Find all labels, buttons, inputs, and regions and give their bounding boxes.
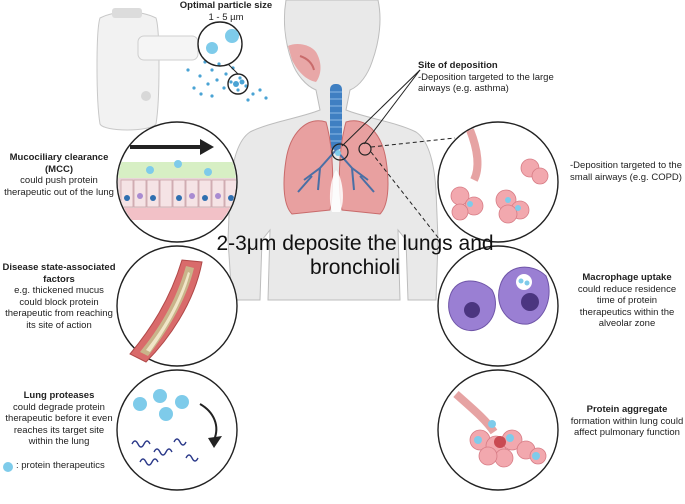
disease-title: Disease state-associated factors	[2, 262, 116, 285]
proteases-illustration	[116, 369, 238, 491]
nebulizer-device	[96, 8, 199, 131]
particle-size-label: Optimal particle size 1 - 5 µm	[170, 0, 282, 23]
lungs	[283, 120, 389, 215]
small-airways-illustration	[437, 121, 559, 243]
deposition-label: Site of deposition -Deposition targeted …	[418, 60, 568, 95]
macrophage-title: Macrophage uptake	[582, 272, 672, 283]
macrophage-text: could reduce residence time of protein t…	[577, 283, 677, 330]
aggregate-label: Protein aggregate formation within lung …	[570, 404, 684, 439]
deposition-small-label: -Deposition targeted to the small airway…	[567, 160, 685, 183]
mcc-illustration	[116, 121, 238, 243]
mcc-label: Mucociliary clearance (MCC) could push p…	[2, 152, 116, 198]
deposition-small-text: -Deposition targeted to the small airway…	[570, 160, 682, 183]
disease-text: e.g. thickened mucus could block protein…	[5, 285, 113, 331]
deposition-markers	[331, 69, 456, 241]
trachea	[330, 84, 342, 150]
particle-size-range: 1 - 5 µm	[208, 11, 244, 23]
disease-illustration	[116, 245, 238, 367]
aggregate-text: formation within lung could affect pulmo…	[570, 415, 684, 439]
particle-zoom	[197, 21, 249, 95]
aggregate-title: Protein aggregate	[586, 404, 668, 415]
macrophage-label: Macrophage uptake could reduce residence…	[570, 272, 684, 330]
aggregate-illustration	[437, 369, 559, 491]
proteases-title: Lung proteases	[23, 390, 95, 401]
legend-particle-icon	[3, 462, 13, 472]
disease-label: Disease state-associated factors e.g. th…	[2, 262, 116, 331]
mcc-title: Mucociliary clearance (MCC)	[9, 152, 109, 175]
legend: : protein therapeutics	[16, 460, 105, 471]
legend-text: : protein therapeutics	[16, 460, 105, 471]
human-body	[227, 0, 439, 301]
overlay-annotation: 2-3μm deposite the lungs and bronchioli	[216, 232, 494, 279]
proteases-label: Lung proteases could degrade protein the…	[2, 390, 116, 448]
particle-size-title: Optimal particle size	[179, 0, 273, 11]
macrophage-illustration	[437, 245, 559, 367]
aerosol-spray	[186, 60, 268, 102]
mcc-text: could push protein therapeutic out of th…	[4, 175, 114, 198]
proteases-text: could degrade protein therapeutic before…	[5, 401, 113, 448]
deposition-large-text: -Deposition targeted to the large airway…	[418, 71, 554, 95]
deposition-title: Site of deposition	[418, 60, 498, 71]
